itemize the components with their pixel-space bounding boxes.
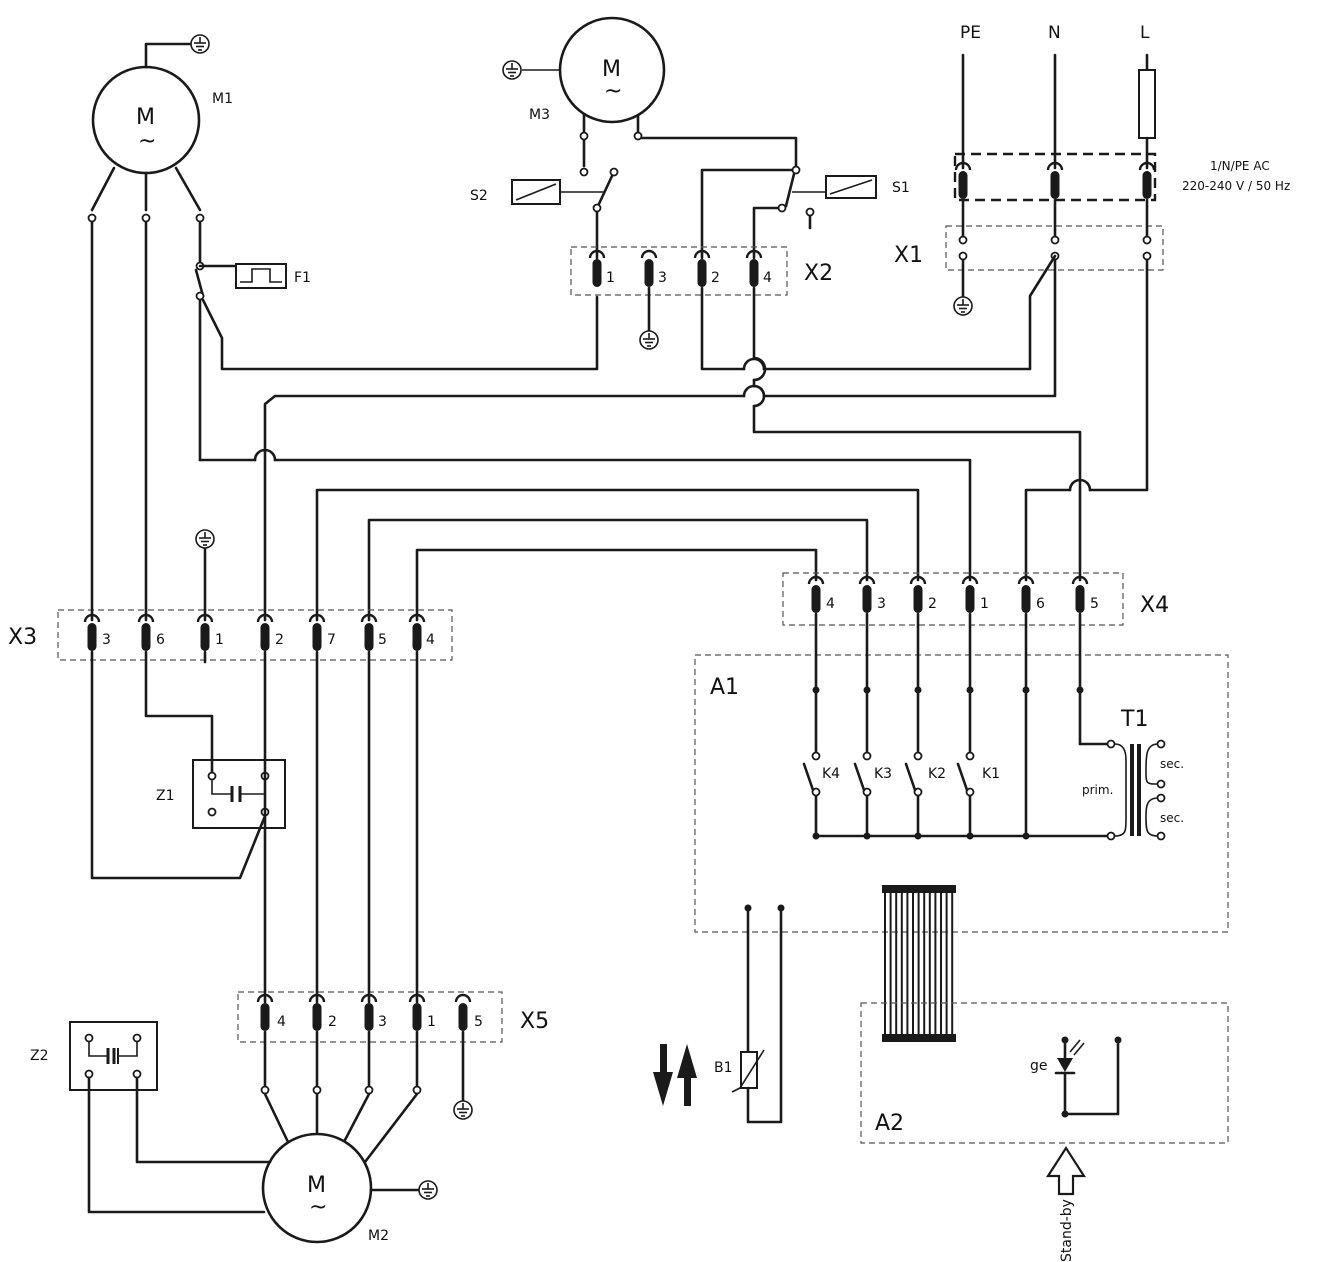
- a1-label: A1: [710, 675, 739, 700]
- x2-label: X2: [804, 261, 833, 286]
- s1-label: S1: [892, 180, 910, 196]
- thermal-switch-f1: F1: [194, 220, 599, 462]
- standby-label: Stand-by: [1059, 1199, 1075, 1262]
- motor-m1: M ~ M1: [87, 34, 233, 223]
- sensor-b1: B1: [653, 906, 783, 1124]
- supply-spec-line2: 220-240 V / 50 Hz: [1182, 179, 1290, 193]
- interconnect-wires: [198, 254, 1149, 622]
- x4-pin-4: 1: [980, 596, 989, 612]
- connector-x2: X2 1 3 2 4: [570, 246, 833, 350]
- x3-pin-1: 3: [102, 632, 111, 648]
- t1-sec-top-label: sec.: [1160, 757, 1184, 771]
- m2-symbol: M: [307, 1173, 326, 1198]
- x4-pin-1: 4: [826, 596, 835, 612]
- motor-m2: M ~ M2: [261, 1092, 438, 1244]
- board-a1: A1 K4 K3 K2 K1: [694, 612, 1229, 933]
- m2-label: M2: [368, 1228, 389, 1244]
- x5-pin-1: 4: [277, 1014, 286, 1030]
- x4-pin-6: 5: [1090, 596, 1099, 612]
- motor-m3: M ~ M3 S2 S1: [470, 16, 910, 260]
- ribbon-cable: [882, 885, 956, 1042]
- led-ge-label: ge: [1030, 1058, 1048, 1074]
- connector-x1: X1: [894, 198, 1164, 316]
- x2-pin-3: 2: [711, 270, 720, 286]
- connector-x4: X4 4 3 2 1 6 5: [782, 572, 1169, 626]
- k4-label: K4: [822, 766, 840, 782]
- x2-pin-1: 1: [606, 270, 615, 286]
- x5-pin-2: 2: [328, 1014, 337, 1030]
- supply-spec-line1: 1/N/PE AC: [1210, 159, 1270, 173]
- x3-pin-3: 1: [215, 632, 224, 648]
- t1-sec-bottom-label: sec.: [1160, 811, 1184, 825]
- k3-label: K3: [874, 766, 892, 782]
- x3-pin-7: 4: [426, 632, 435, 648]
- m1-label: M1: [212, 91, 233, 107]
- x4-pin-3: 2: [928, 596, 937, 612]
- x5-pin-3: 3: [378, 1014, 387, 1030]
- k1-label: K1: [982, 766, 1000, 782]
- m2-tilde: ~: [309, 1195, 327, 1220]
- capacitor-z2: Z2: [30, 1021, 272, 1214]
- b1-label: B1: [714, 1060, 733, 1076]
- x4-pin-5: 6: [1036, 596, 1045, 612]
- x4-label: X4: [1140, 593, 1169, 618]
- t1-label: T1: [1120, 707, 1148, 732]
- a2-label: A2: [875, 1111, 904, 1136]
- board-a2: A2 ge Stand-by: [860, 1002, 1229, 1262]
- m3-tilde: ~: [604, 79, 622, 104]
- z2-label: Z2: [30, 1048, 49, 1064]
- m1-symbol: M: [136, 105, 155, 130]
- x4-pin-2: 3: [877, 596, 886, 612]
- connector-x5: X5 4 2 3 1 5: [237, 650, 549, 1120]
- x3-pin-2: 6: [156, 632, 165, 648]
- m1-tilde: ~: [138, 129, 156, 154]
- supply-n-label: N: [1048, 23, 1061, 43]
- x3-pin-4: 2: [275, 632, 284, 648]
- x3-label: X3: [8, 625, 37, 650]
- x1-label: X1: [894, 243, 923, 268]
- m3-label: M3: [529, 107, 550, 123]
- x5-pin-4: 1: [427, 1014, 436, 1030]
- x2-pin-2: 3: [658, 270, 667, 286]
- x3-pin-6: 5: [378, 632, 387, 648]
- z1-label: Z1: [156, 788, 175, 804]
- connector-x3: X3 3 6 1 2 7 5 4: [8, 220, 453, 664]
- supply-section: PE N L 1/N/PE AC 220-240 V / 50 Hz: [953, 23, 1290, 202]
- x2-pin-4: 4: [763, 270, 772, 286]
- supply-l-label: L: [1140, 23, 1150, 43]
- x3-pin-5: 7: [327, 632, 336, 648]
- f1-label: F1: [294, 270, 311, 286]
- s2-label: S2: [470, 188, 488, 204]
- mains-fuse: [1138, 69, 1156, 139]
- m3-symbol: M: [602, 57, 621, 82]
- x5-label: X5: [520, 1009, 549, 1034]
- t1-prim-label: prim.: [1082, 783, 1113, 797]
- k2-label: K2: [928, 766, 946, 782]
- x5-pin-5: 5: [474, 1014, 483, 1030]
- capacitor-z1: Z1: [90, 650, 286, 880]
- supply-pe-label: PE: [960, 23, 981, 43]
